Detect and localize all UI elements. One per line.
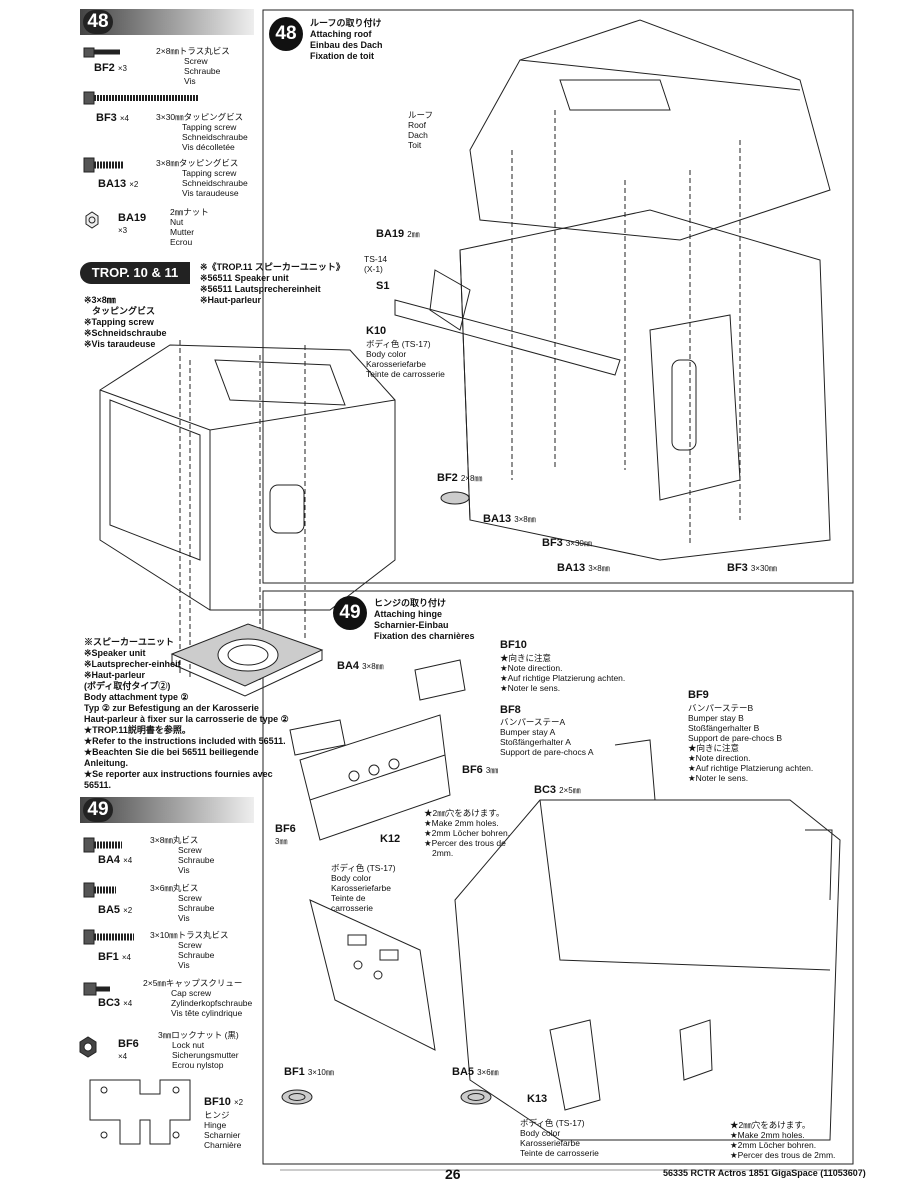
step48-title: ルーフの取り付け Attaching roof Einbau des Dach …	[310, 18, 383, 61]
parts-desc-bf2: 2×8㎜トラス丸ビス Screw Schraube Vis	[156, 46, 230, 86]
bf2-screw-icon	[83, 47, 120, 58]
bf1-washer-drawing	[281, 1089, 313, 1105]
trop-screw-text: ※3×8㎜ タッピングビス ※Tapping screw ※Schneidsch…	[84, 295, 167, 349]
step48-bf3-label-b: BF3 3×30㎜	[727, 562, 777, 574]
step48-parts-header: 48	[80, 9, 254, 35]
k13-color-text: ボディ色 (TS-17) Body color Karosseriefarbe …	[520, 1118, 599, 1158]
parts-desc-bc3: 2×5㎜キャップスクリュー Cap screw Zylinderkopfschr…	[143, 978, 253, 1018]
bf6-locknut-icon	[79, 1036, 97, 1058]
step49-frame	[262, 590, 854, 1165]
k13-label: K13	[527, 1093, 548, 1105]
footer-reference: 56335 RCTR Actros 1851 GigaSpace (110536…	[663, 1168, 866, 1178]
step48-cab-drawing	[394, 19, 831, 561]
ba4-screw-icon	[83, 837, 122, 853]
bf10-hinge-icon	[89, 1079, 191, 1145]
ba19-nut-icon	[85, 211, 99, 229]
parts-desc-bf3: 3×30㎜タッピングビス Tapping screw Schneidschrau…	[156, 112, 248, 152]
s1-label: S1	[376, 280, 390, 292]
step48-parts-number: 48	[83, 10, 113, 34]
bf1-screw-icon	[83, 929, 134, 945]
parts-code-bf3: BF3 ×4	[96, 112, 129, 124]
parts-code-ba19: BA19×3	[118, 212, 147, 235]
drill-holes-note-2: ★2㎜穴をあけます。 ★Make 2mm holes. ★2mm Löcher …	[730, 1120, 836, 1160]
parts-code-bf2: BF2 ×3	[94, 62, 127, 74]
parts-desc-bf1: 3×10㎜トラス丸ビス Screw Schraube Vis	[150, 930, 229, 970]
step49-title: ヒンジの取り付け Attaching hinge Scharnier-Einba…	[374, 598, 475, 641]
parts-code-bf1: BF1 ×4	[98, 951, 131, 963]
step49-bf1-label: BF1 3×10㎜	[284, 1066, 334, 1078]
ba5-washer-drawing	[460, 1089, 492, 1105]
step49-bf6-label-a: BF6 3㎜	[462, 764, 499, 776]
bumper-stay-a-drawing	[299, 714, 451, 841]
trop-unit-text: ※《TROP.11 スピーカーユニット》 ※56511 Speaker unit…	[200, 262, 345, 305]
speaker-unit-drawing	[170, 623, 324, 697]
trop-speaker-text: ※スピーカーユニット ※Speaker unit ※Lautsprecher-e…	[84, 637, 181, 680]
bf3-screw-icon	[83, 91, 198, 105]
parts-code-ba4: BA4 ×4	[98, 854, 133, 866]
step48-ba13-label-a: BA13 3×8㎜	[483, 513, 536, 525]
step49-number: 49	[333, 596, 367, 630]
bumper-stay-b-drawing	[309, 899, 436, 1051]
parts-desc-ba19: 2㎜ナット Nut Mutter Ecrou	[170, 207, 209, 247]
parts-desc-ba4: 3×8㎜丸ビス Screw Schraube Vis	[150, 835, 215, 875]
step49-parts-header: 49	[80, 797, 254, 823]
bf9-label: BF9	[688, 689, 709, 701]
parts-code-ba13: BA13 ×2	[98, 178, 139, 190]
page-number: 26	[445, 1166, 461, 1182]
step49-bc3-label: BC3 2×5㎜	[534, 784, 581, 796]
step49-parts-number: 49	[83, 798, 113, 822]
ts14-label: TS-14(X-1)	[364, 254, 388, 274]
parts-code-bc3: BC3 ×4	[98, 997, 133, 1009]
bf8-label: BF8	[500, 704, 521, 716]
step48-ba13-label-b: BA13 3×8㎜	[557, 562, 610, 574]
parts-code-bf10: BF10 ×2	[204, 1096, 244, 1108]
step48-bf2-label: BF2 2×8㎜	[437, 472, 483, 484]
step49-cab-drawing	[454, 739, 841, 1141]
parts-code-ba5: BA5 ×2	[98, 904, 133, 916]
parts-desc-bf10: ヒンジ Hinge Scharnier Charnière	[204, 1110, 242, 1150]
bf8-text: バンパーステーA Bumper stay A Stoßfängerhalter …	[500, 717, 594, 757]
parts-desc-ba5: 3×6㎜丸ビス Screw Schraube Vis	[150, 883, 215, 923]
bf9-text: バンパーステーB Bumper stay B Stoßfängerhalter …	[688, 703, 814, 783]
parts-code-bf6: BF6×4	[118, 1038, 139, 1061]
k12-label: K12	[380, 833, 401, 845]
step48-frame	[262, 9, 854, 584]
bc3-screw-icon	[83, 982, 110, 996]
bf10-label: BF10	[500, 639, 527, 651]
step48-number: 48	[269, 17, 303, 51]
k10-label: K10	[366, 325, 387, 337]
step48-bf3-label-a: BF3 3×30㎜	[542, 537, 592, 549]
step49-ba4-label: BA4 3×8㎜	[337, 660, 384, 672]
hinge-drawing	[289, 659, 466, 756]
ba5-screw-icon	[83, 882, 116, 898]
trop-attach-text: (ボディ取付タイプ②) Body attachment type ② Typ ②…	[84, 681, 289, 724]
step48-ba19-label: BA19 2㎜	[376, 228, 420, 240]
k12-color-text: ボディ色 (TS-17) Body color Karosseriefarbe …	[331, 863, 396, 913]
ba13-screw-icon	[83, 157, 124, 173]
roof-label: ルーフ Roof Dach Toit	[408, 110, 433, 150]
k10-color-text: ボディ色 (TS-17) Body color Karosseriefarbe …	[366, 339, 445, 379]
step49-ba5-label: BA5 3×6㎜	[452, 1066, 499, 1078]
parts-desc-ba13: 3×8㎜タッピングビス Tapping screw Schneidschraub…	[156, 158, 248, 198]
bf10-notes: ★向きに注意 ★Note direction. ★Auf richtige Pl…	[500, 653, 626, 693]
trop-badge: TROP. 10 & 11	[80, 262, 190, 284]
parts-desc-bf6: 3㎜ロックナット (黒) Lock nut Sicherungsmutter E…	[158, 1030, 239, 1070]
trop-cab-drawing	[99, 340, 396, 680]
drill-holes-note: ★2㎜穴をあけます。 ★Make 2mm holes. ★2mm Löcher …	[424, 808, 511, 858]
trop-notes: ★TROP.11説明書を参照。 ★Refer to the instructio…	[84, 725, 286, 790]
